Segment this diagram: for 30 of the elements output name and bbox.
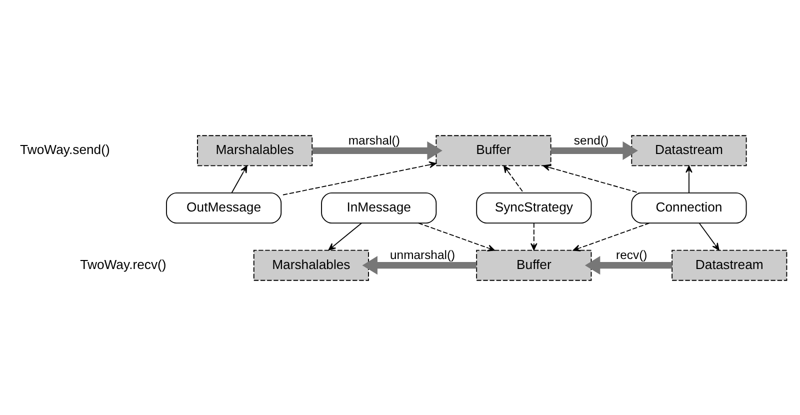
edge-label: recv()	[616, 248, 648, 262]
arrow	[572, 222, 650, 251]
node-box: Datastream	[672, 249, 788, 280]
node-box: OutMessage	[166, 192, 282, 223]
arrow	[280, 160, 436, 196]
edge-label: unmarshal()	[390, 248, 456, 262]
arrow	[362, 255, 476, 274]
arrow	[698, 222, 720, 250]
node-box: Marshalables	[253, 249, 369, 280]
arrow	[550, 140, 638, 160]
edge-label: marshal()	[348, 132, 400, 147]
arrow	[231, 164, 248, 193]
node-box: Connection	[631, 192, 747, 223]
label: TwoWay.send()	[20, 142, 110, 157]
node-box: InMessage	[321, 192, 437, 223]
arrow	[530, 222, 538, 250]
node-box: Datastream	[631, 134, 747, 166]
node-box: Marshalables	[197, 134, 313, 166]
arrow	[686, 164, 692, 193]
node-box: Buffer	[476, 249, 592, 280]
arrow	[328, 222, 362, 250]
arrow	[503, 164, 524, 193]
arrow	[584, 255, 672, 274]
node-box: SyncStrategy	[476, 192, 592, 223]
edge-label: send()	[574, 132, 609, 147]
arrow	[312, 140, 442, 160]
node-box: Buffer	[436, 134, 552, 166]
arrow	[418, 222, 495, 251]
label: TwoWay.recv()	[80, 256, 166, 272]
arrow	[542, 164, 640, 193]
